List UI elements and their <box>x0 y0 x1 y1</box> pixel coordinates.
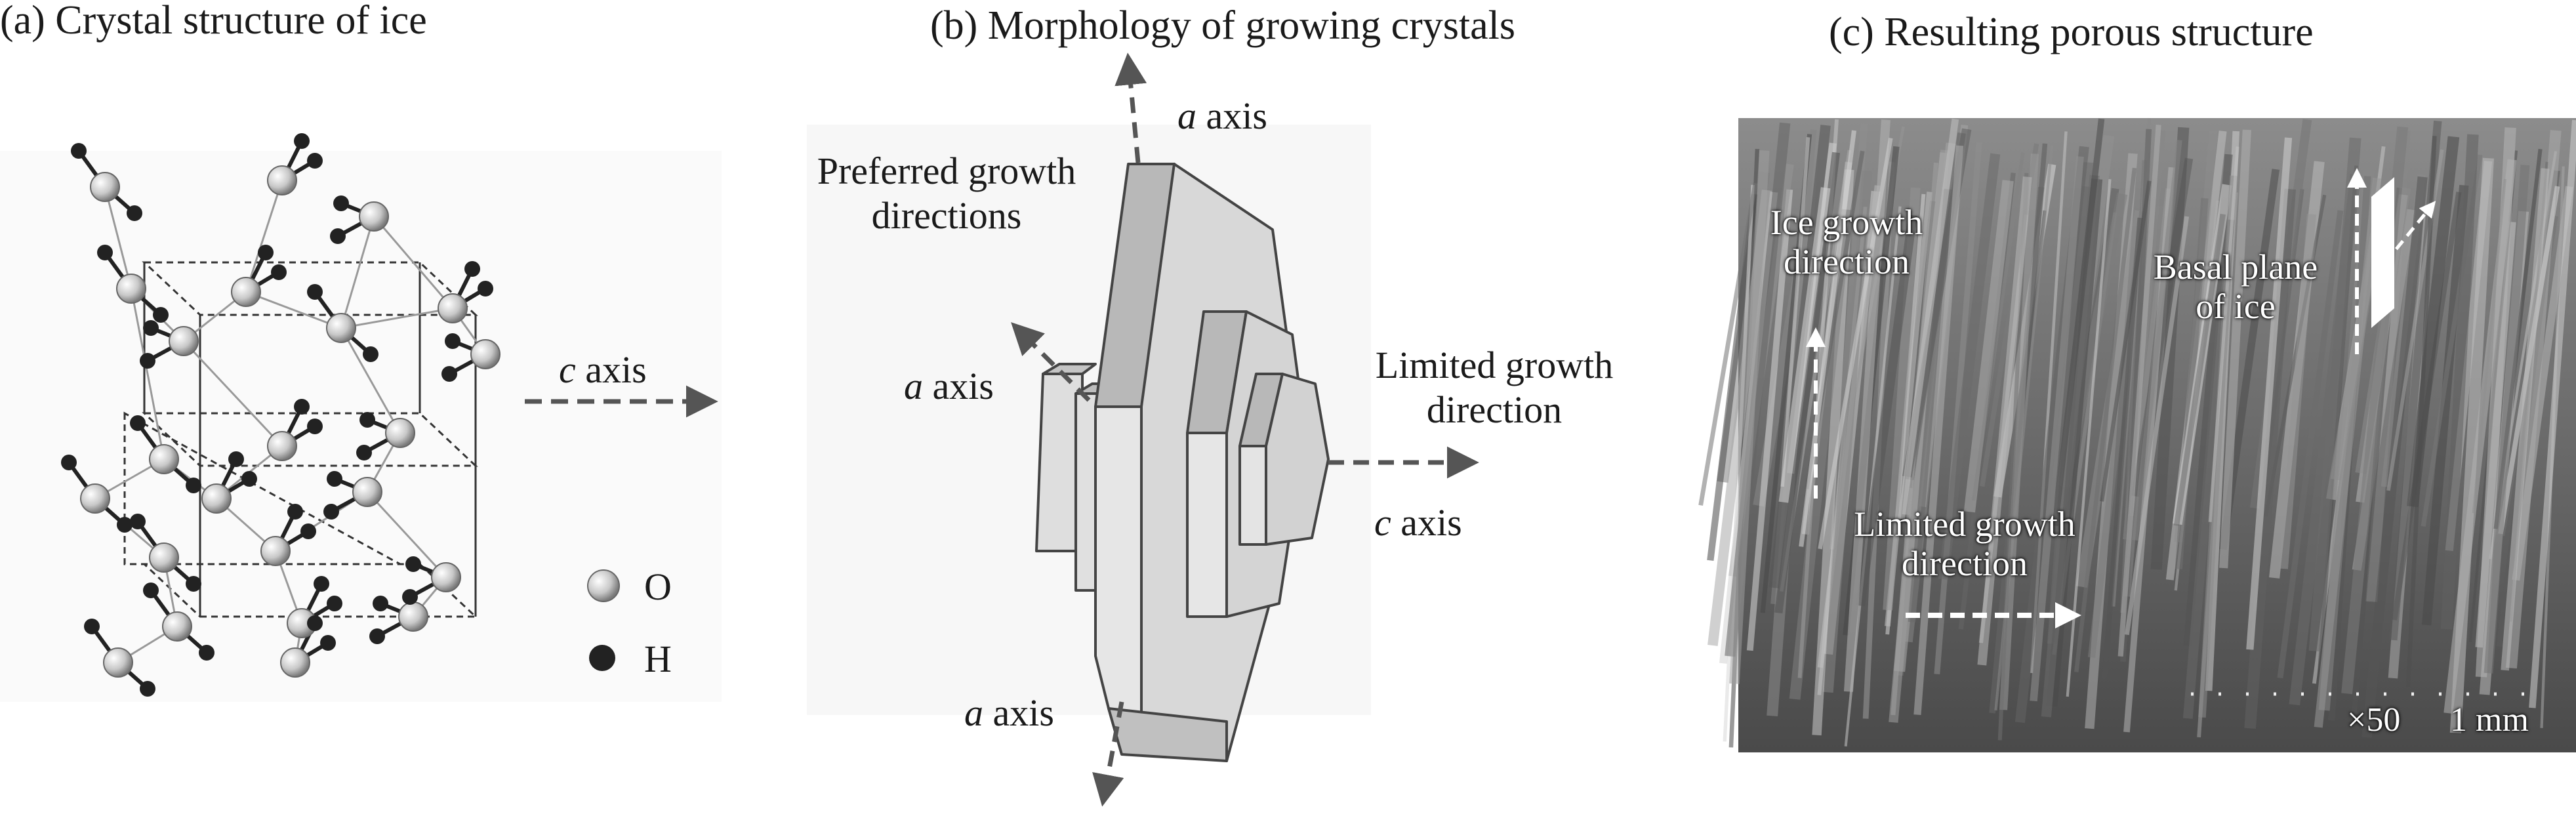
limited-growth-line1-b: Limited growth <box>1375 344 1614 386</box>
ice-lattice <box>0 133 722 702</box>
limited-growth-line1-c: Limited growth <box>1854 504 2075 544</box>
preferred-growth-label: Preferred growth directions <box>796 152 1097 235</box>
limited-growth-line2-c: direction <box>1902 544 2028 583</box>
ice-growth-line1: Ice growth <box>1770 203 1923 242</box>
oxygen-legend-icon <box>587 569 620 602</box>
limited-growth-label-b: Limited growth direction <box>1350 346 1639 429</box>
ice-growth-label: Ice growth direction <box>1748 205 1945 279</box>
a-axis-label-bottom: a axis <box>964 694 1054 732</box>
c-axis-symbol-a: c <box>559 348 576 391</box>
panel-a-title: (a) Crystal structure of ice <box>0 0 427 43</box>
a-axis-arrow-left <box>1011 322 1091 402</box>
a-axis-symbol-top: a <box>1177 94 1196 137</box>
hydrogen-legend-icon <box>589 645 615 671</box>
limited-growth-label-c: Limited growth direction <box>1833 506 2096 581</box>
ice-growth-line2: direction <box>1784 242 1910 281</box>
a-axis-word-left: axis <box>923 365 994 407</box>
basal-plane-label: Basal plane of ice <box>2124 249 2347 324</box>
magnification-label: ×50 <box>2347 701 2401 739</box>
oxygen-atoms <box>80 165 501 678</box>
basal-plane-line1: Basal plane <box>2153 247 2318 287</box>
a-axis-arrow-top <box>1114 52 1147 163</box>
scale-label: 1 mm <box>2450 701 2529 739</box>
preferred-growth-line2: directions <box>871 194 1022 237</box>
crystal-model <box>807 125 1371 762</box>
a-axis-word-bottom: axis <box>983 691 1054 734</box>
basal-plane-line2: of ice <box>2196 287 2276 326</box>
a-axis-symbol-bottom: a <box>964 691 983 734</box>
a-axis-label-left: a axis <box>904 367 994 405</box>
a-axis-symbol-left: a <box>904 365 923 407</box>
limited-growth-line2-b: direction <box>1426 388 1563 431</box>
a-axis-label-top: a axis <box>1177 97 1267 135</box>
c-axis-label-a: c axis <box>559 351 647 389</box>
panel-b-title: (b) Morphology of growing crystals <box>930 3 1515 48</box>
hydrogen-atoms <box>61 133 493 697</box>
hydrogen-legend-label: H <box>644 638 672 680</box>
a-axis-arrow-bottom <box>1092 701 1124 807</box>
panel-c-title: (c) Resulting porous structure <box>1829 10 2314 54</box>
oxygen-legend-label: O <box>644 565 672 608</box>
preferred-growth-line1: Preferred growth <box>817 150 1076 192</box>
basal-arrow-diagonal <box>2373 201 2436 277</box>
sem-micrograph <box>1698 117 2576 752</box>
c-axis-label-b: c axis <box>1374 504 1462 542</box>
a-axis-word-top: axis <box>1196 94 1267 137</box>
c-axis-word-a: axis <box>575 348 647 391</box>
c-axis-symbol-b: c <box>1374 501 1391 544</box>
c-axis-word-b: axis <box>1391 501 1462 544</box>
basal-plane-marker <box>2371 177 2394 328</box>
